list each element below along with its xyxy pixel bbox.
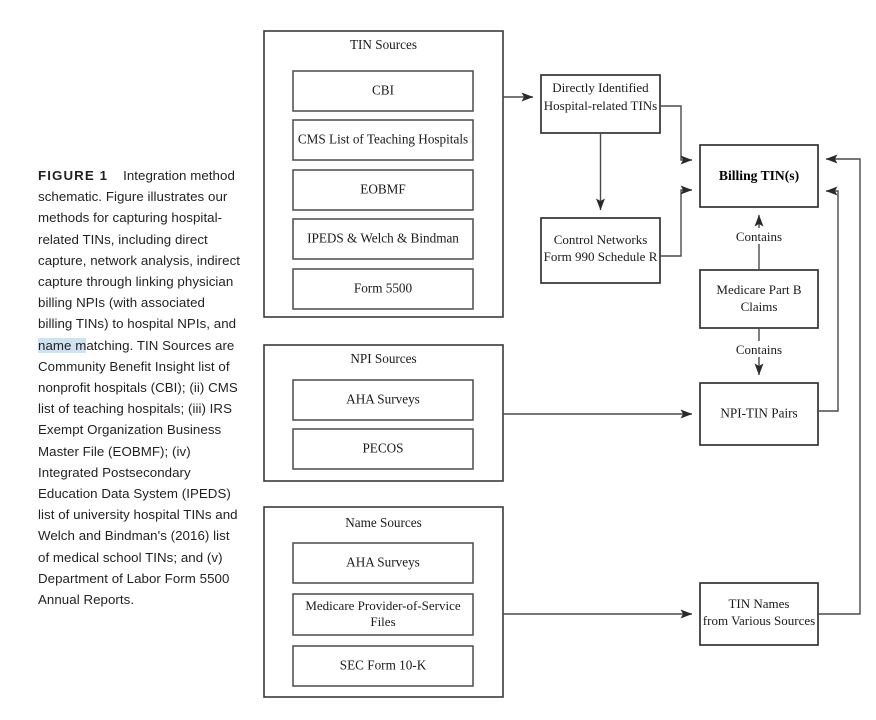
box-name-aha-surveys-label: AHA Surveys xyxy=(346,555,420,570)
edge-control-networks-to-billing-tins xyxy=(660,185,693,257)
node-control-networks-border xyxy=(540,217,661,284)
box-cms-teaching-hospitals-label: CMS List of Teaching Hospitals xyxy=(298,132,468,147)
box-form-5500[interactable] xyxy=(292,268,474,310)
box-pecos[interactable] xyxy=(292,428,474,470)
figure-caption: FIGURE 1 Integration method schematic. F… xyxy=(38,165,243,610)
box-cbi-label: CBI xyxy=(372,83,394,98)
box-sec-form-10k[interactable] xyxy=(292,645,474,687)
figure-title: Integration method schematic. xyxy=(38,168,235,205)
box-form-5500-label: Form 5500 xyxy=(354,281,413,296)
box-eobmf[interactable] xyxy=(292,169,474,211)
edge-label-contains-pairs: Contains xyxy=(736,342,782,357)
panel-name-sources: Name Sources AHA Surveys Medicare Provid… xyxy=(263,506,504,698)
box-cbi[interactable] xyxy=(292,70,474,112)
node-billing-tins-label: Billing TIN(s) xyxy=(719,168,799,184)
node-control-networks[interactable]: Control Networks Form 990 Schedule R xyxy=(540,217,661,284)
box-ipeds-welch-bindman-label: IPEDS & Welch & Bindman xyxy=(307,231,459,246)
node-billing-tins-border xyxy=(699,144,819,208)
edge-directly-identified-to-billing-tins xyxy=(660,105,693,165)
box-sec-form-10k-label: SEC Form 10-K xyxy=(340,658,427,673)
edge-label-backdrop-contains-pairs xyxy=(730,341,788,357)
node-directly-identified-tins-line2: Hospital-related TINs xyxy=(544,98,657,113)
node-npi-tin-pairs-border xyxy=(699,382,819,446)
edge-tin-names-to-billing-tins xyxy=(818,154,861,615)
panel-name-sources-title: Name Sources xyxy=(345,515,422,530)
panel-tin-sources-title: TIN Sources xyxy=(350,37,417,52)
caption-selected-text[interactable]: name m xyxy=(38,337,87,353)
box-npi-aha-surveys[interactable] xyxy=(292,379,474,421)
box-medicare-pos-files-label-line2: Files xyxy=(370,614,395,629)
box-npi-aha-surveys-label: AHA Surveys xyxy=(346,392,420,407)
node-tin-names-line1: TIN Names xyxy=(728,596,789,611)
figure-label: FIGURE 1 xyxy=(38,168,109,183)
panel-tin-sources: TIN Sources CBI CMS List of Teaching Hos… xyxy=(263,30,504,318)
node-medicare-part-b-claims-line1: Medicare Part B xyxy=(716,282,802,297)
node-directly-identified-tins-line1: Directly Identified xyxy=(552,80,649,95)
caption-body-part2: atching. TIN Sources are Community Benef… xyxy=(38,337,238,608)
panel-npi-sources-title: NPI Sources xyxy=(350,351,416,366)
node-npi-tin-pairs[interactable]: NPI-TIN Pairs xyxy=(699,382,819,446)
box-medicare-pos-files-label-line1: Medicare Provider-of-Service xyxy=(305,598,461,613)
node-medicare-part-b-claims[interactable]: Medicare Part B Claims xyxy=(699,269,819,329)
box-medicare-pos-files[interactable] xyxy=(292,593,474,636)
node-tin-names[interactable]: TIN Names from Various Sources xyxy=(699,582,819,646)
node-control-networks-line1: Control Networks xyxy=(554,232,648,247)
node-tin-names-line2: from Various Sources xyxy=(703,613,815,628)
box-cms-teaching-hospitals[interactable] xyxy=(292,119,474,161)
panel-npi-sources: NPI Sources AHA Surveys PECOS xyxy=(263,344,504,482)
node-npi-tin-pairs-label: NPI-TIN Pairs xyxy=(720,406,797,421)
edge-npi-tin-pairs-to-billing-tins xyxy=(818,186,839,412)
box-pecos-label: PECOS xyxy=(362,441,403,456)
edge-label-contains-billing: Contains xyxy=(736,229,782,244)
node-billing-tins[interactable]: Billing TIN(s) xyxy=(699,144,819,208)
node-control-networks-line2: Form 990 Schedule R xyxy=(544,249,658,264)
box-eobmf-label: EOBMF xyxy=(360,182,405,197)
edge-label-backdrop-contains-billing xyxy=(730,228,788,244)
box-name-aha-surveys[interactable] xyxy=(292,542,474,584)
node-directly-identified-tins[interactable]: Directly Identified Hospital-related TIN… xyxy=(540,74,661,134)
node-medicare-part-b-claims-line2: Claims xyxy=(741,299,778,314)
caption-body-part1: Figure illustrates our methods for captu… xyxy=(38,189,241,332)
box-ipeds-welch-bindman[interactable] xyxy=(292,218,474,260)
